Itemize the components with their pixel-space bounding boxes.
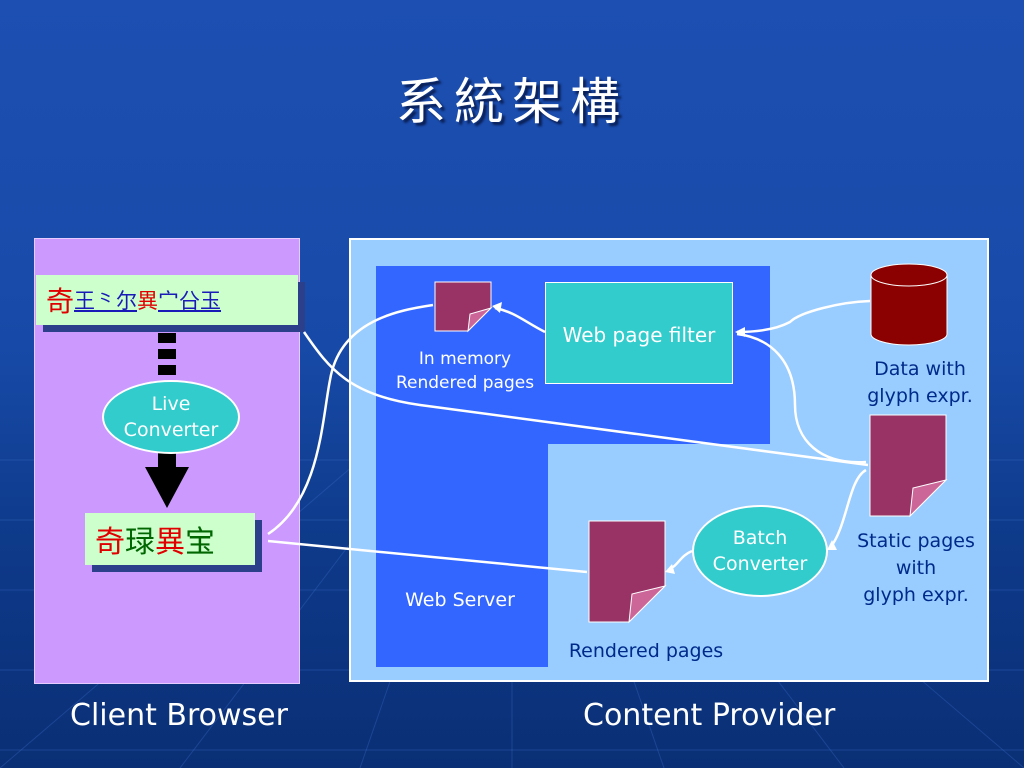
- in-memory-line1: In memory: [418, 349, 512, 369]
- rendered-pages-label: Rendered pages: [568, 640, 724, 662]
- static-label-line3: glyph expr.: [863, 584, 969, 606]
- glyph-expr-char: 㕣: [179, 289, 201, 313]
- data-with-glyph-label: Data with glyph expr.: [850, 356, 990, 410]
- live-converter-line1: Live: [151, 393, 191, 415]
- rendered-page-icon: [588, 520, 667, 624]
- rendered-char: 異: [155, 525, 185, 560]
- static-pages-label: Static pages with glyph expr.: [846, 528, 986, 609]
- rendered-char: 琭: [125, 525, 155, 560]
- in-memory-label: In memory Rendered pages: [388, 347, 542, 395]
- glyph-expr-char: 宀: [158, 289, 180, 313]
- static-label-line1: Static pages: [857, 530, 975, 552]
- batch-converter-line1: Batch: [732, 527, 788, 549]
- batch-converter: Batch Converter: [692, 505, 828, 597]
- client-browser-label: Client Browser: [70, 698, 288, 733]
- in-memory-line2: Rendered pages: [395, 373, 535, 393]
- static-page-icon: [869, 414, 948, 518]
- glyph-expr-char: 玉: [200, 289, 222, 313]
- in-memory-page-icon: [434, 281, 493, 333]
- glyph-expr-char: ⺀: [95, 289, 117, 313]
- database-icon: [870, 263, 948, 346]
- batch-converter-line2: Converter: [712, 553, 808, 575]
- data-label-line1: Data with: [874, 358, 966, 380]
- data-label-line2: glyph expr.: [867, 385, 973, 407]
- static-label-line2: with: [895, 557, 937, 579]
- web-page-filter: Web page filter: [545, 282, 733, 384]
- live-converter: Live Converter: [102, 380, 240, 454]
- web-server-label: Web Server: [405, 589, 515, 611]
- slide-title: 系統架構: [396, 73, 628, 131]
- rendered-char: 奇: [95, 525, 125, 560]
- glyph-expr-char: 尔: [116, 289, 138, 313]
- glyph-expr-char: 異: [137, 289, 159, 313]
- rendered-text-box: 奇琭異宝: [85, 513, 255, 565]
- content-provider-label: Content Provider: [583, 698, 836, 733]
- glyph-expr-char: 王: [74, 289, 96, 313]
- rendered-char: 宝: [185, 525, 215, 560]
- glyph-expression-box: 奇王⺀尔異宀㕣玉: [36, 275, 298, 325]
- live-converter-line2: Converter: [123, 419, 219, 441]
- glyph-expr-char: 奇: [46, 285, 75, 318]
